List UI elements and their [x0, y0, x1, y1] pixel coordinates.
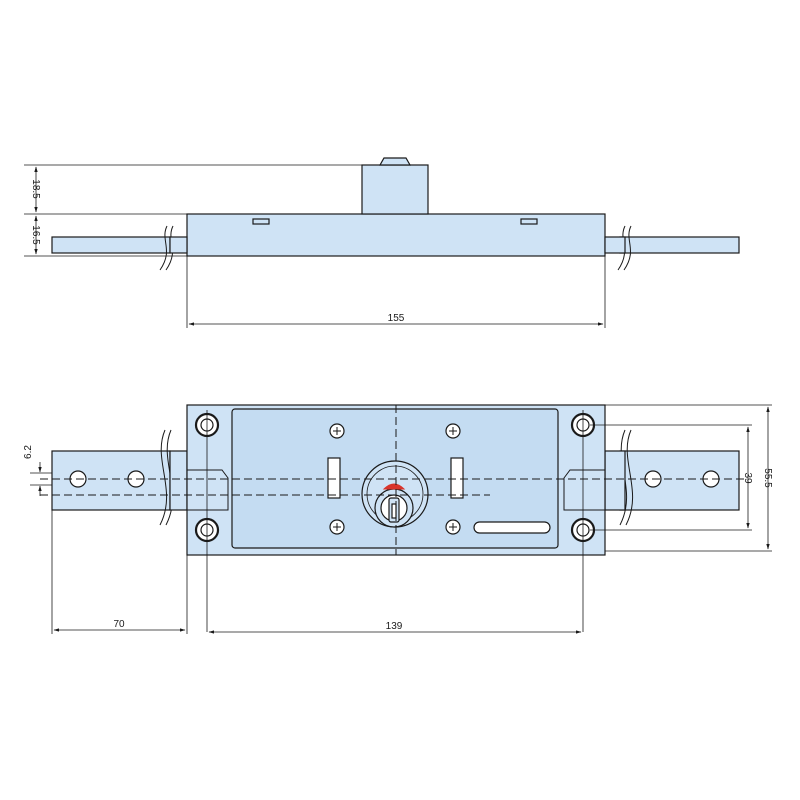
top-left-bar [51, 225, 174, 271]
screw-icon [445, 519, 461, 535]
front-right-bar [619, 429, 740, 526]
top-slot-right [520, 218, 538, 225]
top-slot-left [252, 218, 270, 225]
dim-label-139: 139 [386, 621, 403, 632]
screw-icon [329, 519, 345, 535]
key-cylinder [361, 460, 429, 528]
dim-label-16-5: 16.5 [30, 225, 41, 245]
dim-bar-height: 6.2 [23, 445, 52, 496]
top-height-dimensions: 18.5 16.5 [24, 164, 362, 257]
key-marker [382, 483, 406, 490]
dim-label-70: 70 [113, 619, 125, 630]
dim-label-39: 39 [742, 472, 753, 484]
mounting-holes [194, 412, 596, 543]
dim-label-155: 155 [388, 313, 405, 324]
front-bar-right-inner [604, 450, 626, 511]
dim-label-18-5: 18.5 [30, 179, 41, 199]
dim-hole-spacing: 139 [208, 621, 582, 634]
top-bar-right-inner [604, 236, 626, 254]
top-view: 18.5 16.5 155 [24, 157, 740, 328]
dim-hole-vertical: 39 [590, 424, 753, 531]
top-width-dimension: 155 [186, 256, 606, 328]
channel-right [563, 469, 605, 511]
top-lock-body [186, 213, 606, 257]
front-bar-left-inner [169, 450, 188, 511]
cover-screws [329, 423, 461, 535]
front-left-bar [51, 429, 174, 526]
slot-left [327, 457, 341, 499]
channel-left [187, 469, 229, 511]
slot-horizontal [473, 521, 551, 534]
top-bar-left-inner [169, 236, 188, 254]
dim-bar-length: 70 [51, 510, 188, 634]
front-view: 6.2 70 139 39 55.5 [23, 404, 773, 634]
top-cylinder [361, 157, 429, 215]
dim-label-55-5: 55.5 [762, 468, 773, 488]
dim-label-6-2: 6.2 [23, 445, 34, 459]
screw-icon [445, 423, 461, 439]
slot-right [450, 457, 464, 499]
dim-total-height: 55.5 [605, 404, 773, 552]
top-right-bar [617, 225, 740, 271]
screw-icon [329, 423, 345, 439]
